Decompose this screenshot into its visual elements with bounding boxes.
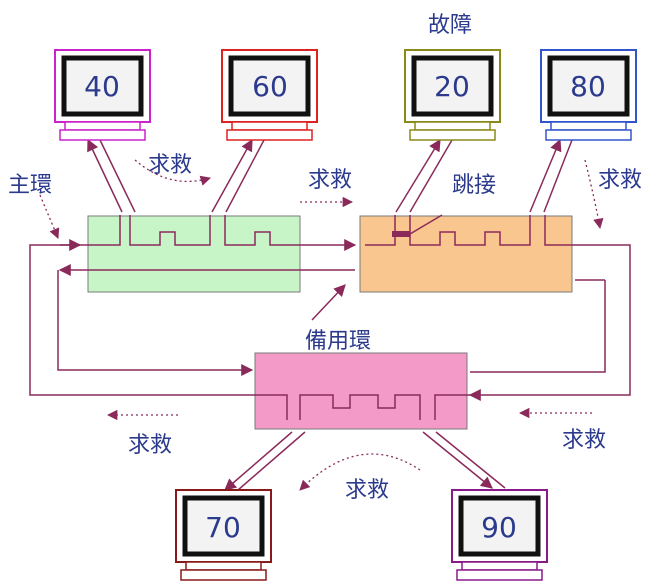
help-label: 求救 [345, 478, 389, 503]
hub-bottom [254, 352, 468, 430]
main-ring-label: 主環 [8, 173, 52, 198]
help-label: 求救 [148, 153, 192, 178]
help-label: 求救 [598, 168, 642, 193]
station-80: 80 [540, 49, 637, 141]
help-label: 求救 [562, 428, 606, 453]
bypass-label: 跳接 [452, 173, 496, 198]
backup-ring-label: 備用環 [305, 329, 371, 354]
station-60: 60 [221, 49, 318, 141]
bypass-bar [392, 231, 410, 237]
station-40: 40 [54, 49, 151, 141]
hub-left [87, 215, 301, 293]
fault-label: 故障 [428, 13, 472, 38]
station-links [87, 138, 573, 491]
station-90: 90 [451, 489, 548, 581]
ring-lines [29, 215, 631, 420]
station-value: 80 [570, 70, 606, 103]
station-value: 20 [434, 70, 470, 103]
station-20: 20 [404, 49, 501, 141]
help-label: 求救 [308, 168, 352, 193]
station-value: 90 [481, 511, 517, 544]
station-70: 70 [175, 489, 272, 581]
help-arrows [39, 159, 604, 491]
hub-right [359, 215, 573, 293]
station-value: 60 [252, 70, 288, 103]
station-value: 70 [205, 511, 241, 544]
station-value: 40 [84, 70, 120, 103]
help-label: 求救 [128, 433, 172, 458]
